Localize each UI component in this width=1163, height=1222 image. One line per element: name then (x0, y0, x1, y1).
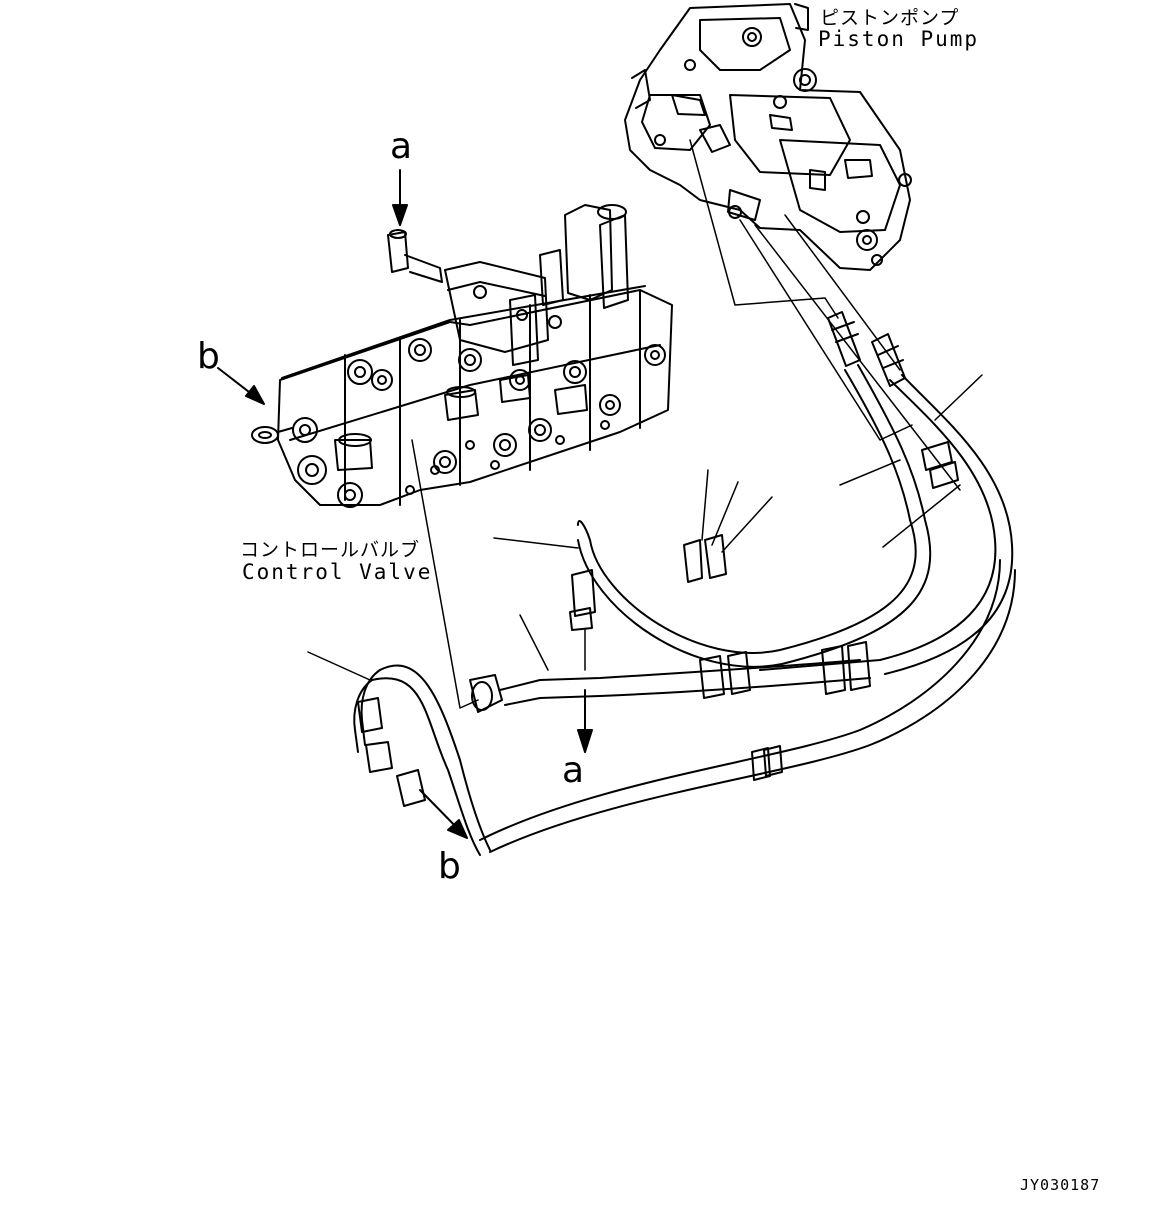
arrow-a-top-head (392, 204, 408, 226)
arrow-b-bottom-head (447, 819, 468, 839)
pump-to-valve-hoses (353, 364, 1016, 856)
arrow-a-bottom-head (577, 729, 593, 753)
piston-pump-label-jp: ピストンポンプ (820, 7, 960, 29)
arrow-b-left-head (245, 385, 265, 405)
control-valve-label-jp: コントロールバルブ (240, 539, 421, 561)
piston-pump-illustration (624, 3, 912, 271)
reference-arrows (217, 169, 593, 839)
ref-mark-b-bottom: b (438, 846, 461, 887)
ref-mark-a-top: a (390, 126, 413, 167)
ref-mark-b-left: b (197, 336, 220, 377)
control-valve-label-en: Control Valve (242, 560, 433, 584)
ref-mark-a-bottom: a (562, 750, 585, 791)
control-valve-illustration (251, 204, 673, 508)
drawing-code: JY030187 (1020, 1176, 1101, 1194)
leader-lines (307, 139, 983, 709)
piston-pump-label-en: Piston Pump (818, 27, 980, 51)
hose-fittings (357, 311, 959, 807)
